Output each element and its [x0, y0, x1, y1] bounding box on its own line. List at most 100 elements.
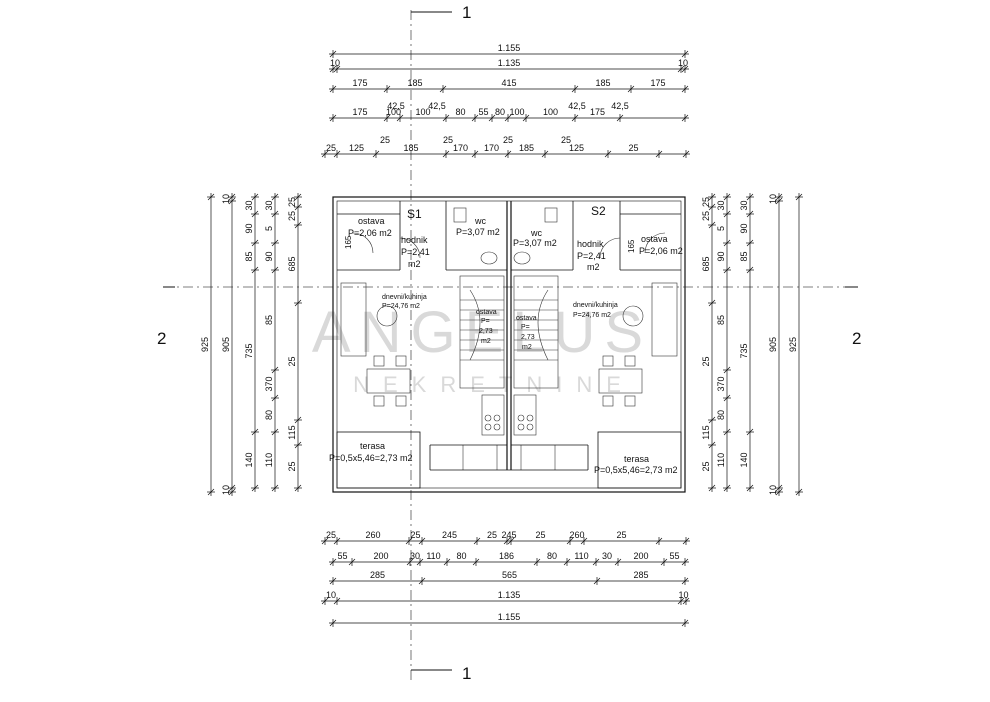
door-width-left: 165: [344, 235, 353, 249]
dim-bot-r5-0: 1.155: [498, 612, 521, 622]
dim-right-c5-6: 110: [716, 453, 726, 467]
dim-top-r3-4: 175: [650, 78, 665, 88]
dim-right-c6-4: 115: [701, 425, 711, 439]
room-terasa-left: terasa: [360, 441, 385, 451]
room-stair-right-1: ostava: [516, 315, 537, 322]
room-stair-right-2: P=: [521, 324, 530, 331]
sanitary-fixtures: [453, 207, 558, 265]
room-living-right-area: P=24,76 m2: [573, 312, 611, 319]
dim-left-c3-2: 85: [244, 251, 254, 261]
dim-top-r4a-1: 42,5: [428, 101, 446, 111]
dim-top-r4-1: 100: [386, 107, 401, 117]
dim-right-c3-2: 85: [739, 251, 749, 261]
dim-top-r4-5: 80: [495, 107, 505, 117]
room-wc-right: wc: [530, 228, 542, 238]
dim-top-r5-5: 185: [519, 143, 534, 153]
coffee-tables: [376, 305, 644, 327]
section-mark-right: 2: [852, 329, 861, 348]
dim-bot-r2-4: 80: [456, 551, 466, 561]
dim-bot-r1-2: 25: [410, 530, 420, 540]
dim-top-r3-1: 185: [407, 78, 422, 88]
dim-top-r4a-0: 42,5: [387, 101, 405, 111]
room-living-left: dnevni/kuhinja: [382, 294, 427, 301]
dim-top-r5a-3: 25: [561, 135, 571, 145]
room-stair-right-4: m2: [522, 344, 532, 351]
room-terasa-right: terasa: [624, 454, 649, 464]
dim-bot-r4-2: 10: [678, 590, 688, 600]
dim-top-r4-4: 55: [478, 107, 488, 117]
watermark-main: ANGELUS: [312, 300, 652, 365]
dim-left-c6-5: 25: [287, 461, 297, 471]
room-ostava-right-area: P=2,06 m2: [639, 246, 683, 256]
doors: [352, 232, 666, 259]
dim-top-r5-4: 170: [484, 143, 499, 153]
dim-left-c5-0: 30: [264, 200, 274, 210]
dim-left-c2-1: 905: [221, 337, 231, 352]
dim-top-r5a-2: 25: [503, 135, 513, 145]
room-ostava-left: ostava: [358, 216, 385, 226]
dim-bot-r4-0: 10: [326, 590, 336, 600]
dim-bot-r2-7: 110: [574, 551, 588, 561]
dim-bot-r3-0: 285: [370, 570, 385, 580]
dim-bot-r1-4: 25: [487, 530, 497, 540]
dim-left-c2-0: 10: [221, 194, 231, 204]
room-ostava-right: ostava: [641, 234, 668, 244]
stairs: [459, 275, 559, 389]
room-living-left-area: P=24,76 m2: [382, 303, 420, 310]
dim-bot-r2-0: 55: [337, 551, 347, 561]
room-hodnik-right-area: P=2,41: [577, 251, 606, 261]
terraces: [336, 431, 682, 489]
dim-top-r2-2: 10: [678, 58, 688, 68]
dim-top-r3-3: 185: [595, 78, 610, 88]
dim-right-c5-5: 80: [716, 410, 726, 420]
dim-right-c3-1: 90: [739, 223, 749, 233]
dim-top-r4a-3: 42,5: [611, 101, 629, 111]
dim-bot-r2-2: 30: [410, 551, 420, 561]
room-ostava-left-area: P=2,06 m2: [348, 228, 392, 238]
dim-right-c6-0: 25: [701, 197, 711, 207]
room-stair-right-3: 2,73: [521, 334, 535, 341]
dim-bot-r2-1: 200: [373, 551, 388, 561]
dim-top-r4-3: 80: [455, 107, 465, 117]
dim-bot-r1-6: 25: [535, 530, 545, 540]
dim-right-c6-3: 25: [701, 356, 711, 366]
dim-top-r4-8: 175: [590, 107, 605, 117]
dining-sets: [366, 355, 643, 407]
dim-bot-r2-8: 30: [602, 551, 612, 561]
room-hodnik-left-area: P=2,41: [401, 247, 430, 257]
section-mark-bottom: 1: [462, 664, 471, 683]
dim-left-c5-5: 80: [264, 410, 274, 420]
dim-top-r2-0: 10: [330, 58, 340, 68]
dim-top-r4a-2: 42,5: [568, 101, 586, 111]
room-hodnik-right-unit: m2: [587, 262, 600, 272]
dim-left-c6-0: 25: [287, 197, 297, 207]
room-wc-left-area: P=3,07 m2: [456, 227, 500, 237]
dim-bot-r2-5: 186: [499, 551, 514, 561]
room-hodnik-left-unit: m2: [408, 259, 421, 269]
dim-bot-r1-5: 245: [501, 530, 516, 540]
section-mark-left: 2: [157, 329, 166, 348]
dim-bot-r1-7: 260: [569, 530, 584, 540]
dim-left-c6-3: 25: [287, 356, 297, 366]
room-wc-left: wc: [474, 216, 486, 226]
kitchen-units: [481, 394, 537, 436]
dim-bot-r3-1: 565: [502, 570, 517, 580]
dim-bot-r1-3: 245: [442, 530, 457, 540]
door-width-right: 165: [627, 239, 636, 253]
unit-label-s2: S2: [591, 204, 606, 218]
dim-top-r5a-1: 25: [443, 135, 453, 145]
dim-right-c5-0: 30: [716, 200, 726, 210]
dim-left-c6-2: 685: [287, 256, 297, 271]
room-stair-left-4: m2: [481, 338, 491, 345]
room-terasa-right-area: P=0,5x5,46=2,73 m2: [594, 465, 678, 475]
dim-left-c5-4: 370: [264, 376, 274, 391]
dim-bot-r3-2: 285: [633, 570, 648, 580]
dim-bot-r2-3: 110: [426, 551, 440, 561]
dim-right-c1-0: 925: [788, 337, 798, 352]
dim-left-c5-3: 85: [264, 315, 274, 325]
dim-bot-r2-9: 200: [633, 551, 648, 561]
dim-left-c2-2: 10: [221, 485, 231, 495]
dim-top-r1-0: 1.155: [498, 43, 521, 53]
